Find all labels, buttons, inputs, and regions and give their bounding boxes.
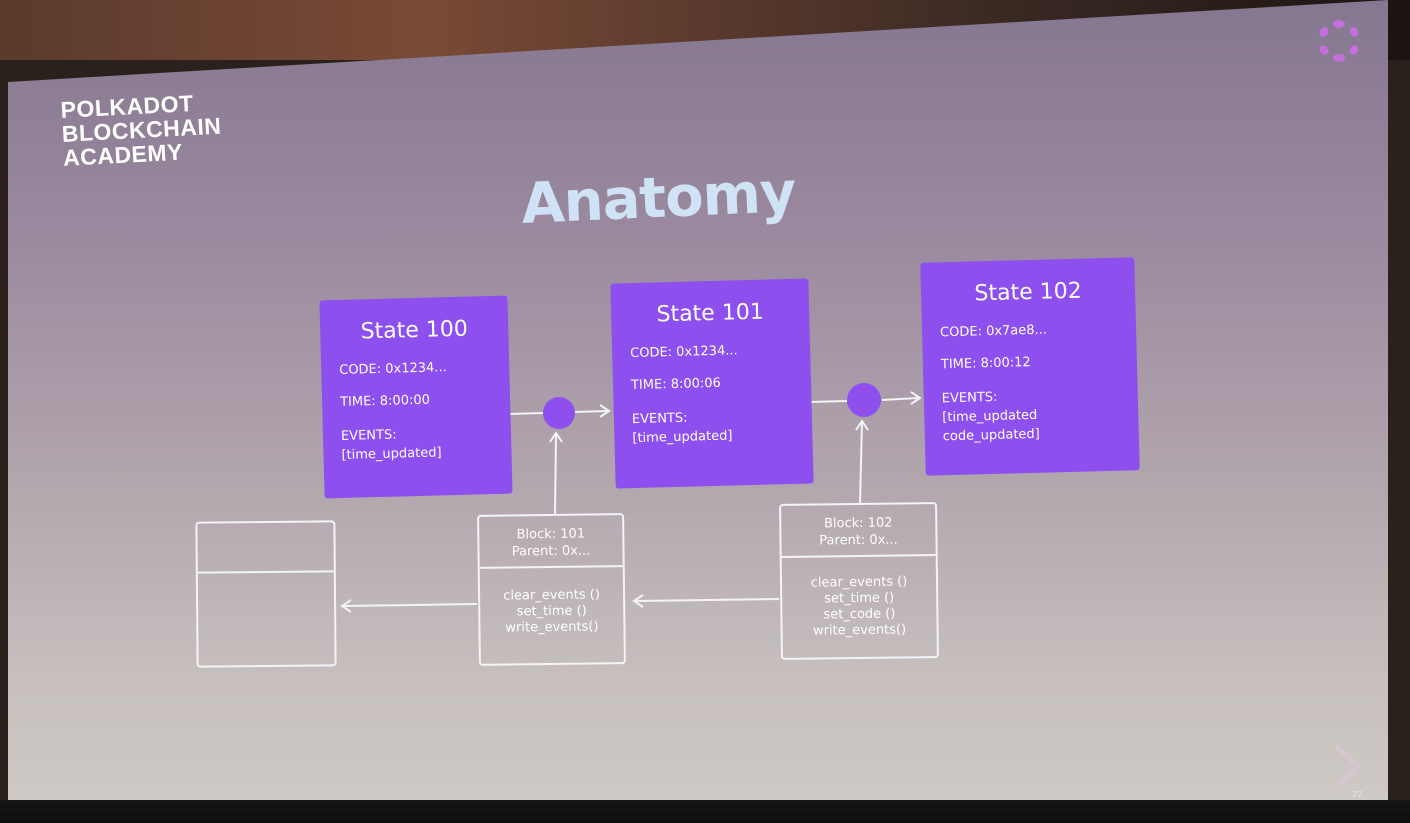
events-value: code_updated] — [942, 426, 1040, 445]
block-number: Block: 102 — [823, 515, 893, 532]
arrowhead-left-parent — [340, 599, 352, 613]
state-time: TIME: 8:00:12 — [940, 354, 1031, 373]
extrinsic-call: set_code () — [823, 606, 896, 623]
extrinsic-call: clear_events () — [503, 587, 600, 604]
arrow-transition-to-state102 — [881, 397, 919, 401]
block-extrinsics: clear_events () set_time () write_events… — [480, 567, 624, 637]
state-box-101: State 101 CODE: 0x1234... TIME: 8:00:06 … — [610, 278, 814, 489]
arrow-block101-to-transition — [554, 433, 557, 515]
extrinsic-call: clear_events () — [810, 574, 908, 591]
arrow-block102-to-transition — [859, 421, 863, 504]
state-box-102: State 102 CODE: 0x7ae8... TIME: 8:00:12 … — [920, 257, 1140, 476]
extrinsic-call: set_time () — [516, 603, 587, 620]
state-time: TIME: 8:00:06 — [630, 375, 722, 394]
transition-node-1 — [543, 397, 575, 429]
room-background-bottom — [0, 800, 1410, 823]
block-101: Block: 101 Parent: 0x... clear_events ()… — [477, 513, 626, 666]
block-header: Block: 102 Parent: 0x... — [781, 504, 936, 558]
block-number: Block: 101 — [516, 526, 586, 543]
arrowhead-state102 — [910, 391, 922, 405]
block-102: Block: 102 Parent: 0x... clear_events ()… — [779, 502, 939, 660]
arrow-transition-to-state101 — [574, 410, 608, 413]
next-chevron-icon[interactable] — [1330, 742, 1364, 792]
transition-node-2 — [847, 383, 881, 417]
block-extrinsics: clear_events () set_time () set_code () … — [782, 556, 937, 640]
arrow-block101-to-parent — [343, 603, 478, 607]
state-code: CODE: 0x1234... — [629, 343, 738, 362]
block-header: Block: 101 Parent: 0x... — [479, 515, 623, 569]
slide-number: 27 — [1352, 790, 1363, 799]
polkadot-logo-icon — [1319, 20, 1359, 62]
arrow-block102-to-block101 — [635, 598, 780, 602]
connector-state100-to-transition — [507, 412, 544, 415]
state-title: State 101 — [656, 299, 765, 328]
state-code: CODE: 0x1234... — [339, 360, 447, 378]
block-parent: Parent: 0x... — [511, 543, 591, 560]
arrowhead-left-block101 — [632, 594, 644, 608]
extrinsic-call: set_time () — [824, 590, 895, 607]
block-divider — [197, 570, 334, 574]
state-time: TIME: 8:00:00 — [339, 392, 431, 410]
state-title: State 100 — [360, 316, 469, 345]
block-parent: Parent: 0x... — [819, 532, 898, 549]
arrowhead-state101 — [599, 404, 611, 418]
state-events: EVENTS: [time_updated] — [632, 406, 795, 448]
events-value: [time_updated] — [341, 445, 442, 463]
extrinsic-call: write_events() — [505, 619, 599, 636]
state-events: EVENTS: [time_updated code_updated] — [942, 385, 1121, 447]
arrowhead-up-block101 — [549, 431, 563, 443]
connector-state101-to-transition — [809, 400, 848, 403]
extrinsic-call: write_events() — [812, 622, 907, 639]
events-value: [time_updated] — [632, 428, 733, 447]
state-box-100: State 100 CODE: 0x1234... TIME: 8:00:00 … — [319, 295, 513, 499]
state-title: State 102 — [974, 278, 1082, 307]
state-code: CODE: 0x7ae8... — [939, 322, 1048, 341]
parent-block-empty — [195, 520, 337, 668]
arrowhead-up-block102 — [855, 419, 869, 431]
state-events: EVENTS: [time_updated] — [341, 423, 494, 465]
